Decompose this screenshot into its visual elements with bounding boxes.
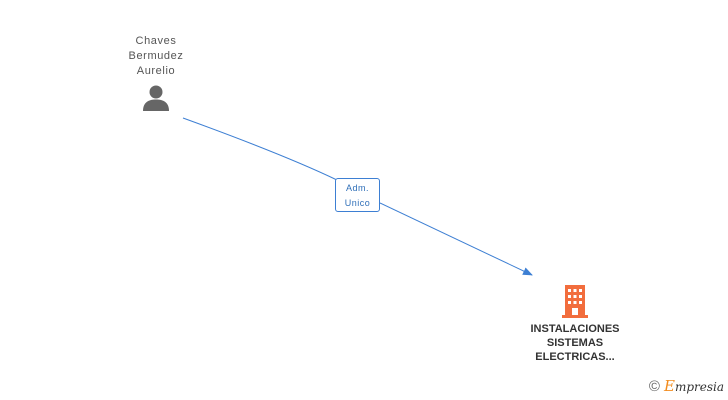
copyright-icon: © [648,378,660,395]
relation-edge [182,117,338,181]
company-node[interactable]: INSTALACIONES SISTEMAS ELECTRICAS... [500,284,650,364]
person-name-line: Bermudez [128,50,184,62]
person-name: Chaves Bermudez Aurelio [96,34,216,79]
person-node[interactable]: Chaves Bermudez Aurelio [96,34,216,112]
company-name-line: SISTEMAS [546,337,604,349]
relation-label-line: Unico [344,198,371,208]
person-icon [143,85,169,111]
person-name-line: Chaves [135,35,177,47]
relation-edge-arrow [379,202,533,276]
company-name: INSTALACIONES SISTEMAS ELECTRICAS... [500,322,650,364]
brand-logo-initial: E [663,377,675,395]
company-name-line: INSTALACIONES [530,323,620,335]
relation-label[interactable]: Adm. Unico [335,178,380,212]
brand-logo[interactable]: Empresia [664,379,724,394]
person-name-line: Aurelio [136,65,176,77]
company-name-line: ELECTRICAS... [535,351,615,363]
relation-label-line: Adm. [345,183,369,193]
building-icon [562,285,588,318]
brand-logo-text: mpresia [674,380,724,394]
footer-credit: © Empresia [648,378,724,395]
